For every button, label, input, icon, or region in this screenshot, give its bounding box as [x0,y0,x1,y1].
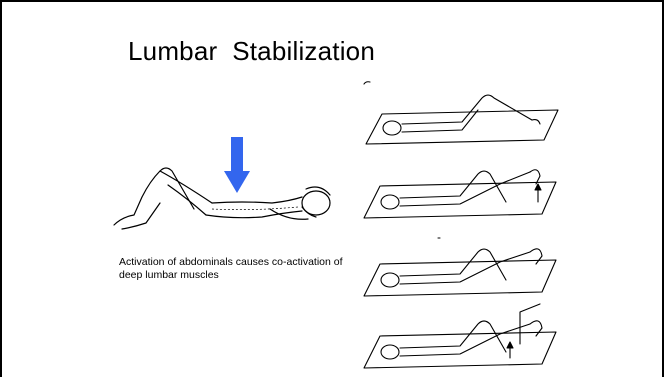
exercise-panel-3 [360,238,560,304]
slide-title: Lumbar Stabilization [128,36,375,67]
exercise-panel-4 [360,304,560,381]
exercise-panel-2 [360,162,560,232]
figure-caption: Activation of abdominals causes co-activ… [119,256,349,282]
supine-person-illustration [102,137,342,237]
exercise-panel-1 [362,84,562,148]
arrow-down-icon [224,137,250,193]
